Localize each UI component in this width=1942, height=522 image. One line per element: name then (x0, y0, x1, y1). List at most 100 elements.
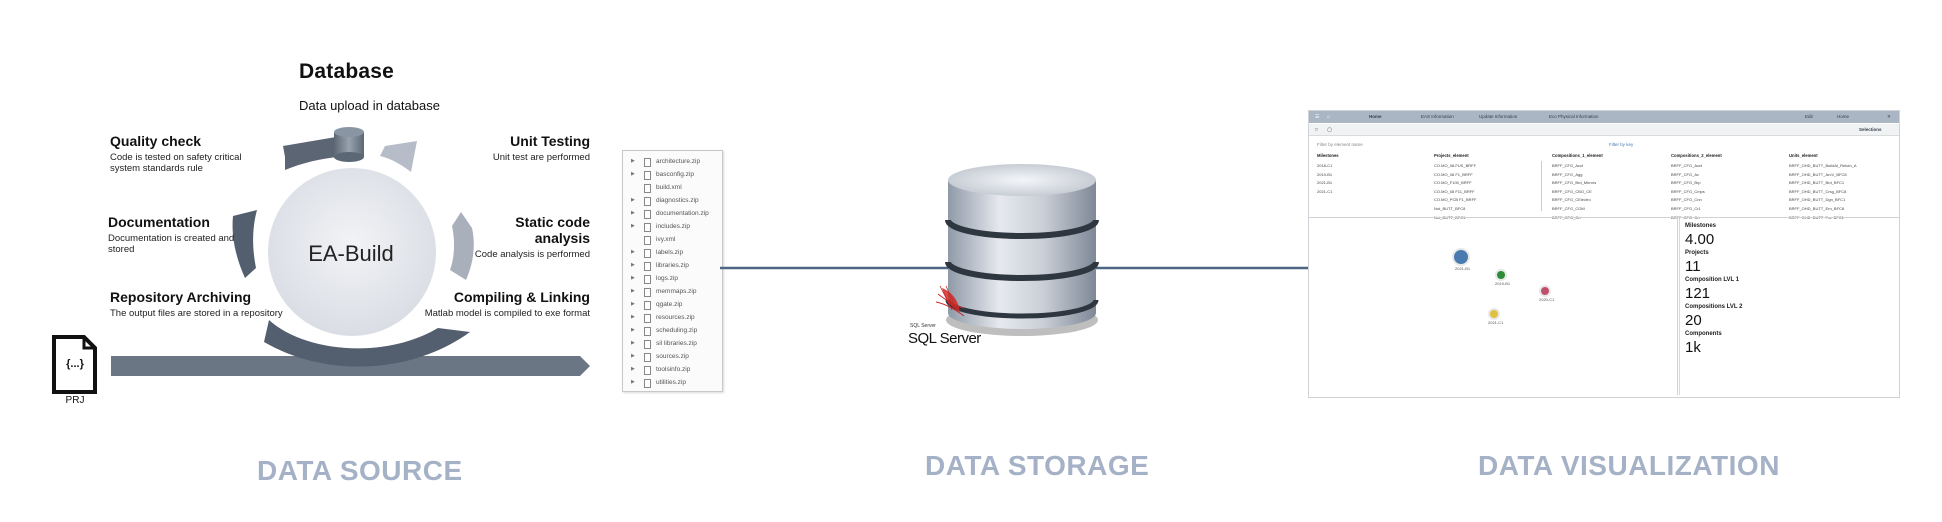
expand-arrow-icon[interactable]: ▶ (631, 249, 635, 255)
table-cell[interactable]: 2021-B1 (1317, 180, 1333, 186)
file-tree-item[interactable]: ▶resources.zip (623, 312, 722, 325)
filter-element-field[interactable]: Filter by element name (1317, 142, 1363, 147)
file-tree-item[interactable]: ▶memmaps.zip (623, 286, 722, 299)
table-cell[interactable]: BRFF_CFG_Brd_Mirrors (1552, 180, 1597, 186)
table-cell[interactable]: BRFF_OHD_BUTT_Brd_BFC1 (1789, 180, 1845, 186)
tab-eco-physical-information[interactable]: Eco Physical Information (1549, 114, 1599, 119)
file-tree-item[interactable]: ▶diagnostics.zip (623, 195, 722, 208)
table-header[interactable]: Compositions_1_element (1552, 153, 1603, 158)
prj-icon-text: {...} (66, 358, 84, 370)
filter-key-field[interactable]: Filter by key (1609, 142, 1634, 147)
file-tree-item[interactable]: ▶ sources.zip (623, 351, 722, 364)
table-cell[interactable]: 2021-C1 (1317, 188, 1333, 194)
table-cell[interactable]: BRFF_CFG_Cr1 (1671, 206, 1701, 211)
file-tree-item[interactable]: build.xml (623, 182, 722, 195)
file-tree-item[interactable]: ▶toolsinfo.zip (623, 364, 722, 377)
data-visualization-title: DATA VISUALIZATION (1478, 450, 1780, 481)
table-cell[interactable]: CO.MO_F100_BRFF (1434, 180, 1472, 186)
table-cell[interactable]: BRFF_OHD_BUTT_ArcV_BFC8 (1789, 171, 1847, 177)
table-cell[interactable]: BRFF_OHD_BUTT_BuildAl_Relutn_A (1789, 163, 1857, 168)
lasso-icon[interactable]: ◯ (1327, 127, 1333, 132)
table-header[interactable]: Compositions_2_element (1671, 153, 1722, 158)
file-name: qgate.zip (656, 301, 683, 308)
home-button[interactable]: Home (1837, 114, 1850, 119)
table-cell[interactable]: BRFF_OHD_BUTT_Crsg_BFC8 (1789, 188, 1847, 194)
file-tree-item[interactable]: ▶sil libraries.zip (623, 338, 722, 351)
file-tree-item[interactable]: ▶ scheduling.zip (623, 325, 722, 338)
table-cell[interactable]: BRFF_OHD_BUTT_Dgn_BFC1 (1789, 197, 1846, 203)
close-icon[interactable]: ✕ (1887, 114, 1891, 119)
expand-arrow-icon[interactable]: ▶ (631, 158, 635, 164)
file-icon (644, 184, 651, 193)
bubble-label: 2020-C1 (1539, 297, 1555, 302)
table-cell[interactable]: BRFF_CFG_Av (1671, 171, 1699, 177)
file-tree-item[interactable]: ▶logs.zip (623, 273, 722, 286)
table-cell[interactable]: BRFF_OHD_BUTT_Ern_BFC8 (1789, 206, 1845, 211)
expand-arrow-icon[interactable]: ▶ (631, 366, 635, 372)
table-cell[interactable]: BRFF_CFG_CElectro (1552, 197, 1591, 203)
expand-arrow-icon[interactable]: ▶ (631, 275, 635, 281)
sql-server-small-text: SQL Server (910, 323, 936, 329)
file-tree-item[interactable]: ▶architecture.zip (623, 156, 722, 169)
table-header[interactable]: Units_element (1789, 153, 1818, 158)
expand-arrow-icon[interactable]: ▶ (631, 197, 635, 203)
file-tree-item[interactable]: ▶basconfig.zip (623, 169, 722, 182)
table-cell[interactable]: BRFF_CFG_CBO_CE (1552, 188, 1592, 194)
table-cell[interactable]: CO.MO_08 F11_BRFF (1434, 188, 1475, 194)
table-cell[interactable]: Not_BUTT_BFC8 (1434, 206, 1466, 211)
tab-eas-information[interactable]: EAS Information (1421, 114, 1454, 119)
expand-arrow-icon[interactable]: ▶ (631, 353, 635, 359)
table-cell[interactable]: BRFF_CFG_Cmps (1671, 188, 1705, 194)
home-icon[interactable]: ⌂ (1327, 114, 1331, 120)
bubble-point[interactable] (1497, 271, 1505, 279)
table-cell[interactable]: BRFF_CFG_Acct (1552, 163, 1584, 168)
bubble-point[interactable] (1454, 250, 1468, 264)
table-cell[interactable]: 2019-B1 (1317, 171, 1333, 177)
expand-arrow-icon[interactable]: ▶ (631, 223, 635, 229)
file-tree-item[interactable]: ▶documentation.zip (623, 208, 722, 221)
table-cell[interactable]: BRFF_CFG_Acct (1671, 163, 1703, 168)
bubble-point[interactable] (1541, 287, 1549, 295)
stage-documentation: Documentation Documentation is created a… (108, 214, 234, 255)
table-cell[interactable]: CO.MO_PCB F1_BRFF (1434, 197, 1477, 203)
table-cell[interactable]: BRFF_CFG_Cnn (1671, 197, 1702, 203)
kpi-label: Milestones (1685, 223, 1717, 229)
table-cell[interactable]: BRFF_CFG_COM (1552, 206, 1585, 211)
table-cell[interactable]: BRFF_CFG_Agg (1552, 171, 1583, 177)
expand-arrow-icon[interactable]: ▶ (631, 171, 635, 177)
table-header[interactable]: Projects_element (1434, 153, 1469, 158)
file-icon (644, 301, 651, 310)
menu-icon[interactable]: ☰ (1315, 114, 1320, 120)
file-tree-item[interactable]: ▶labels.zip (623, 247, 722, 260)
file-icon (644, 171, 651, 180)
file-icon (644, 327, 651, 336)
file-tree-item[interactable]: ▶utilities.zip (623, 377, 722, 390)
expand-arrow-icon[interactable]: ▶ (631, 327, 635, 333)
expand-arrow-icon[interactable]: ▶ (631, 262, 635, 268)
expand-arrow-icon[interactable]: ▶ (631, 301, 635, 307)
file-tree-item[interactable]: ▶includes.zip (623, 221, 722, 234)
expand-arrow-icon[interactable]: ▶ (631, 288, 635, 294)
tab-update-information[interactable]: Update Information (1479, 114, 1518, 119)
table-header[interactable]: Milestones (1317, 153, 1339, 158)
table-cell[interactable]: 2018-C1 (1317, 163, 1333, 168)
selection-tool-icon[interactable]: □ (1315, 127, 1318, 132)
stage-desc-line: Code analysis is performed (474, 249, 590, 260)
selections-button[interactable]: Selections (1859, 127, 1882, 132)
bubble-point[interactable] (1490, 310, 1498, 318)
expand-arrow-icon[interactable]: ▶ (631, 210, 635, 216)
file-tree-item[interactable]: ivy.xml (623, 234, 722, 247)
file-tree-item[interactable]: ▶libraries.zip (623, 260, 722, 273)
file-name: scheduling.zip (656, 327, 698, 334)
table-cell[interactable]: BRFF_CFG_Brp (1671, 180, 1701, 186)
expand-arrow-icon[interactable]: ▶ (631, 314, 635, 320)
expand-arrow-icon[interactable]: ▶ (631, 340, 635, 346)
kpi-value: 11 (1685, 258, 1701, 275)
table-scrollbar[interactable] (1541, 161, 1542, 211)
file-tree-item[interactable]: ▶ qgate.zip (623, 299, 722, 312)
file-name: sources.zip (656, 353, 689, 360)
table-cell[interactable]: CO.MO_08.FUS_BRFF (1434, 163, 1477, 168)
expand-arrow-icon[interactable]: ▶ (631, 379, 635, 385)
edit-button[interactable]: Edit (1805, 114, 1813, 119)
table-cell[interactable]: CO.MO_08 F1_BRFF (1434, 171, 1473, 177)
